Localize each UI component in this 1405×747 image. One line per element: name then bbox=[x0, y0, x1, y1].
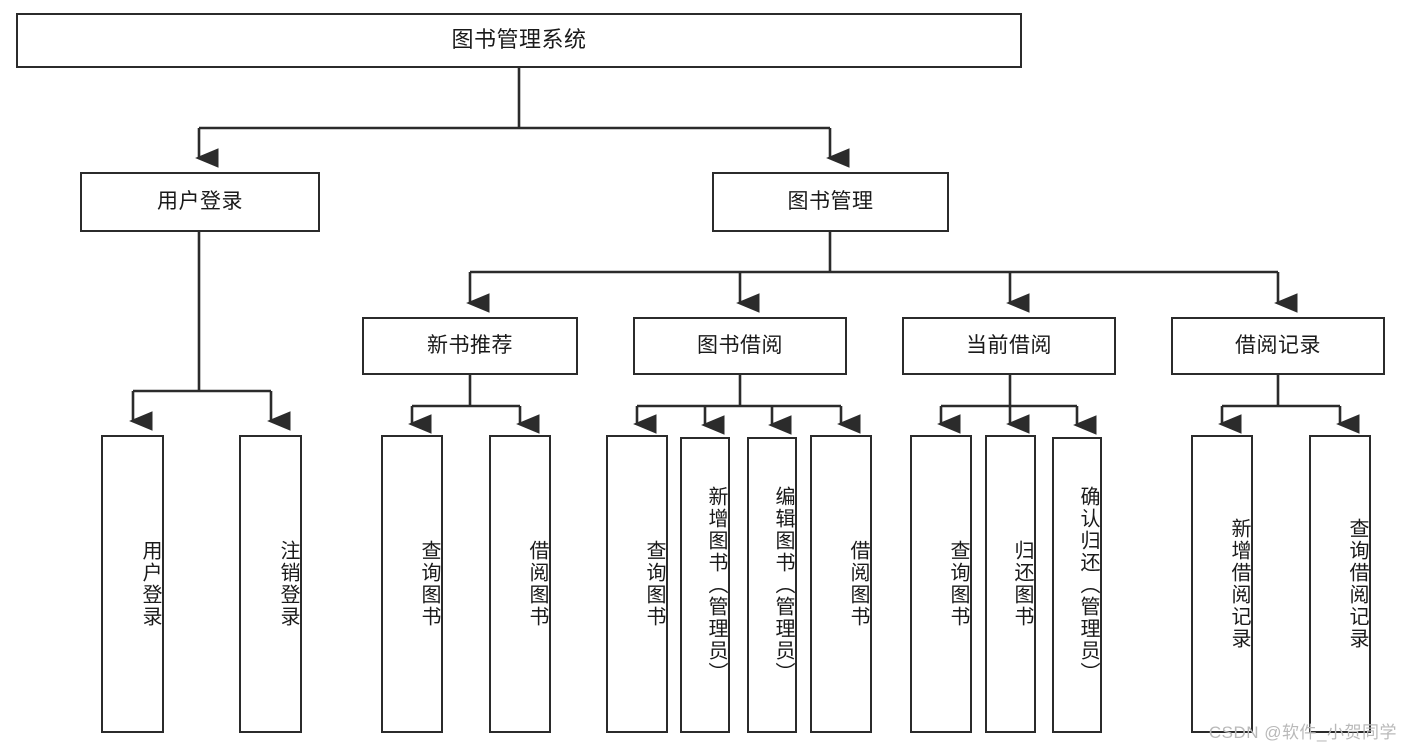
node-label: 查询图书 bbox=[418, 540, 440, 628]
node-label: 编辑图书（管理员） bbox=[772, 486, 794, 684]
node-label: 用户登录 bbox=[157, 189, 243, 213]
node-book-management[interactable]: 图书管理 bbox=[712, 172, 949, 232]
leaf-book-borrow-borrow-book[interactable]: 借阅图书 bbox=[810, 435, 872, 733]
leaf-book-borrow-edit-book-admin[interactable]: 编辑图书（管理员） bbox=[747, 437, 797, 733]
node-label: 图书管理 bbox=[787, 189, 874, 213]
node-label: 用户登录 bbox=[139, 540, 161, 628]
node-label: 借阅记录 bbox=[1235, 333, 1321, 357]
leaf-user-login-login[interactable]: 用户登录 bbox=[101, 435, 164, 733]
node-label: 借阅图书 bbox=[526, 540, 548, 628]
node-label: 查询借阅记录 bbox=[1346, 518, 1368, 650]
node-book-borrow[interactable]: 图书借阅 bbox=[633, 317, 847, 375]
node-label: 确认归还（管理员） bbox=[1077, 486, 1099, 684]
leaf-borrow-record-add-record[interactable]: 新增借阅记录 bbox=[1191, 435, 1253, 733]
node-borrow-record[interactable]: 借阅记录 bbox=[1171, 317, 1385, 375]
node-user-login[interactable]: 用户登录 bbox=[80, 172, 320, 232]
node-label: 注销登录 bbox=[277, 540, 299, 628]
node-current-borrow[interactable]: 当前借阅 bbox=[902, 317, 1116, 375]
node-label: 借阅图书 bbox=[847, 540, 869, 628]
node-label: 图书借阅 bbox=[697, 333, 783, 357]
node-label: 查询图书 bbox=[643, 540, 665, 628]
leaf-book-borrow-add-book-admin[interactable]: 新增图书（管理员） bbox=[680, 437, 730, 733]
leaf-new-book-borrow-book[interactable]: 借阅图书 bbox=[489, 435, 551, 733]
node-label: 查询图书 bbox=[947, 540, 969, 628]
leaf-user-login-logout[interactable]: 注销登录 bbox=[239, 435, 302, 733]
node-label: 归还图书 bbox=[1011, 540, 1033, 628]
node-label: 新书推荐 bbox=[427, 333, 513, 357]
leaf-current-borrow-query-book[interactable]: 查询图书 bbox=[910, 435, 972, 733]
leaf-book-borrow-query-book[interactable]: 查询图书 bbox=[606, 435, 668, 733]
node-new-book-recommend[interactable]: 新书推荐 bbox=[362, 317, 578, 375]
leaf-current-borrow-confirm-return-admin[interactable]: 确认归还（管理员） bbox=[1052, 437, 1102, 733]
node-root-book-management-system[interactable]: 图书管理系统 bbox=[16, 13, 1022, 68]
leaf-new-book-query-book[interactable]: 查询图书 bbox=[381, 435, 443, 733]
leaf-borrow-record-query-record[interactable]: 查询借阅记录 bbox=[1309, 435, 1371, 733]
node-label: 当前借阅 bbox=[966, 333, 1052, 357]
leaf-current-borrow-return-book[interactable]: 归还图书 bbox=[985, 435, 1036, 733]
node-label: 图书管理系统 bbox=[451, 27, 587, 53]
node-label: 新增图书（管理员） bbox=[705, 486, 727, 684]
node-label: 新增借阅记录 bbox=[1228, 518, 1250, 650]
